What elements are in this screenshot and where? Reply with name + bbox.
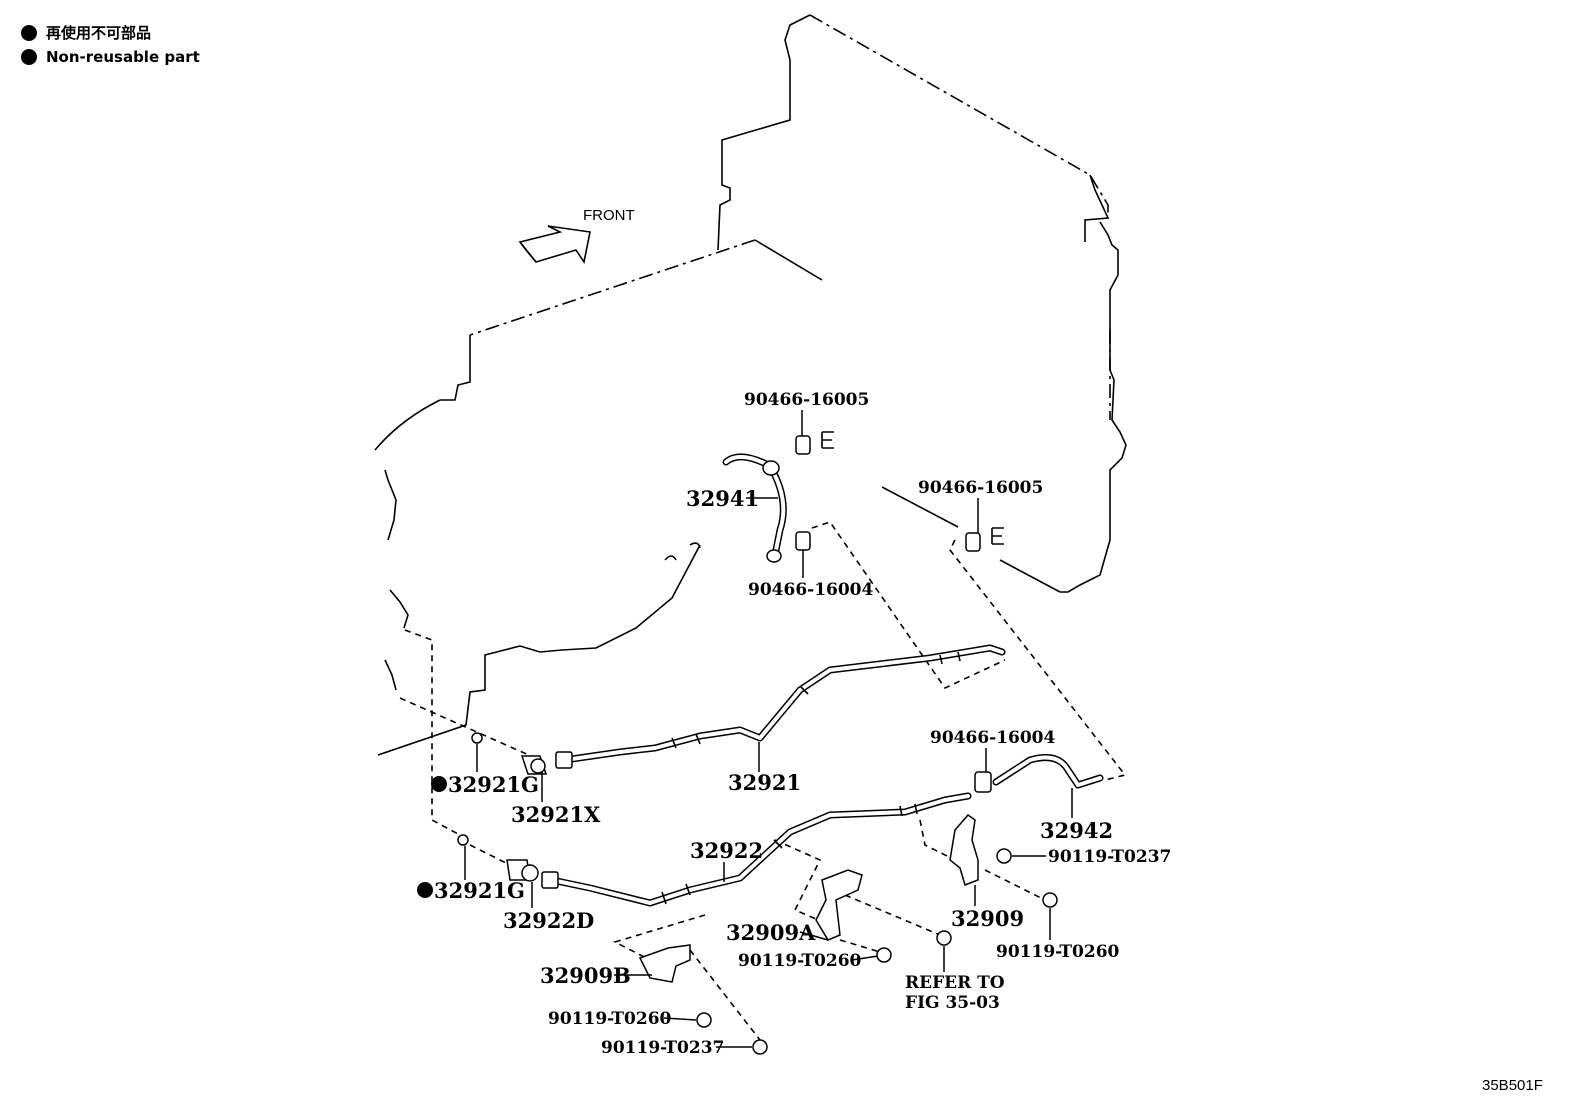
label-90119-T0260-right: 90119-T0260	[996, 942, 1120, 962]
non-reusable-bullet-icon	[431, 776, 447, 792]
label-32922D: 32922D	[503, 908, 594, 933]
front-label: FRONT	[583, 207, 635, 224]
brackets	[638, 813, 979, 983]
bolt-icon	[876, 947, 892, 963]
label-32942: 32942	[1040, 818, 1113, 843]
pipe-32921	[555, 644, 1006, 769]
legend: 再使用不可部品 Non-reusable part	[21, 24, 200, 66]
bolt-icon	[696, 1012, 712, 1028]
label-90119-T0260-lower: 90119-T0260	[548, 1009, 672, 1029]
part-labels: 90466-16005 90466-16005 32941 90466-1600…	[417, 390, 1171, 1058]
label-90119-T0260-mid: 90119-T0260	[738, 951, 862, 971]
assembly-lines	[399, 521, 1127, 1041]
label-90119-T0237-lower: 90119-T0237	[601, 1038, 724, 1058]
front-arrow: FRONT	[518, 207, 635, 265]
bolts	[696, 848, 1058, 1055]
leader-lines	[464, 410, 1073, 1048]
figure-code: 35B501F	[1482, 1077, 1543, 1094]
hose-32942	[992, 754, 1104, 789]
label-32941: 32941	[686, 486, 759, 511]
label-32921X: 32921X	[511, 802, 601, 827]
bolt-icon	[1042, 892, 1058, 908]
clamp-icon	[965, 532, 981, 552]
front-arrow-icon	[518, 225, 591, 265]
clamp-icon	[795, 435, 811, 455]
label-32909B: 32909B	[540, 963, 631, 988]
fitting-icon	[555, 751, 573, 769]
legend-bullet-icon	[21, 49, 37, 65]
label-90119-T0237-right: 90119-T0237	[1048, 847, 1171, 867]
bracket-32909A-icon	[815, 869, 863, 941]
bolt-icon	[996, 848, 1012, 864]
label-32921G-lower: 32921G	[434, 878, 525, 903]
bolt-icon	[936, 930, 952, 946]
clamp-icons	[795, 431, 1004, 793]
label-90466-16005-upper: 90466-16005	[744, 390, 869, 410]
fittings	[457, 732, 548, 882]
fitting-icon	[541, 871, 559, 889]
label-32909A: 32909A	[726, 920, 816, 945]
label-90466-16004-lower: 90466-16004	[930, 728, 1056, 748]
label-90466-16004-upper: 90466-16004	[748, 580, 874, 600]
bracket-32909B-icon	[638, 944, 691, 983]
label-32909: 32909	[951, 906, 1024, 931]
refer-fig-label: FIG 35-03	[905, 993, 1000, 1013]
hose-32941	[722, 453, 787, 563]
legend-bullet-icon	[21, 25, 37, 41]
clamp-icon	[795, 531, 811, 551]
non-reusable-bullet-icon	[417, 882, 433, 898]
label-32922: 32922	[690, 838, 763, 863]
pipe-32922	[541, 792, 972, 907]
engine-outline	[374, 14, 1127, 756]
bracket-32909-icon	[949, 813, 979, 886]
label-32921G-upper: 32921G	[448, 772, 539, 797]
refer-to-label: REFER TO	[905, 973, 1005, 993]
label-32921: 32921	[728, 770, 801, 795]
legend-label-en: Non-reusable part	[46, 48, 200, 66]
clamp-icon	[974, 771, 992, 793]
legend-label-ja: 再使用不可部品	[46, 24, 151, 42]
bolt-icon	[752, 1039, 768, 1055]
label-90466-16005-right: 90466-16005	[918, 478, 1043, 498]
